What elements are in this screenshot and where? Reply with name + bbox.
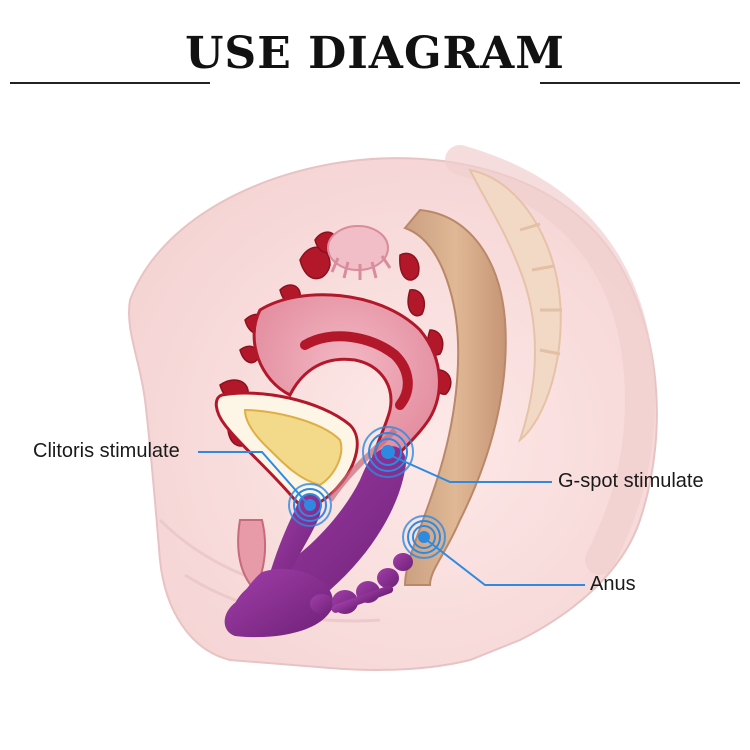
clitoris-label: Clitoris stimulate: [33, 440, 180, 463]
anus-label: Anus: [590, 573, 636, 596]
gspot-label: G-spot stimulate: [558, 470, 704, 493]
